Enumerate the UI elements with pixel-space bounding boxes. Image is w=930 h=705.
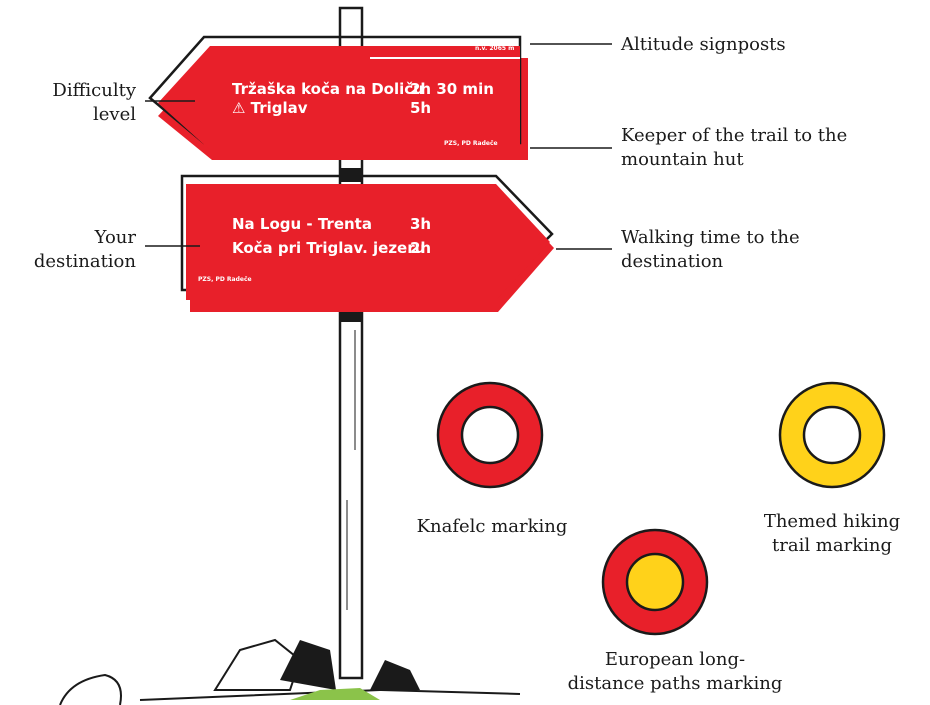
ground-rocks — [59, 638, 521, 705]
your-destination-label: Your destination — [33, 227, 136, 272]
top-sign-row-2-time: 5h — [410, 99, 432, 117]
top-sign-keeper: PZS, PD Radeče — [444, 140, 498, 147]
altitude-text: n.v. 2065 m — [475, 45, 515, 52]
bottom-sign-row-2-name: Koča pri Triglav. jezeru — [232, 239, 426, 257]
altitude-signposts-label: Altitude signposts — [621, 34, 786, 55]
bottom-sign-row-1-name: Na Logu - Trenta — [232, 215, 372, 233]
difficulty-level-label: Difficulty level — [52, 80, 136, 125]
top-sign-row-2-name: ⚠ Triglav — [232, 99, 308, 117]
walking-time-label: Walking time to the destination — [621, 227, 800, 272]
top-signpost — [148, 35, 528, 160]
themed-trail-marking-icon — [778, 381, 886, 489]
leader-lines — [145, 43, 612, 250]
bottom-sign-row-2-time: 2h — [410, 239, 432, 257]
bottom-signpost — [180, 174, 554, 312]
themed-trail-marking-label: Themed hiking trail marking — [763, 511, 901, 556]
knafelc-marking-icon — [436, 381, 544, 489]
european-paths-marking-icon — [601, 528, 709, 636]
bottom-sign-row-1-time: 3h — [410, 215, 432, 233]
bottom-sign-keeper: PZS, PD Radeče — [198, 276, 252, 283]
top-sign-row-1-name: Tržaška koča na Doliču — [232, 80, 424, 98]
trail-keeper-label: Keeper of the trail to the mountain hut — [621, 125, 848, 170]
european-paths-marking-label: European long- distance paths marking — [567, 649, 783, 694]
knafelc-marking-label: Knafelc marking — [416, 516, 568, 537]
top-sign-row-1-time: 2h 30 min — [410, 80, 494, 98]
